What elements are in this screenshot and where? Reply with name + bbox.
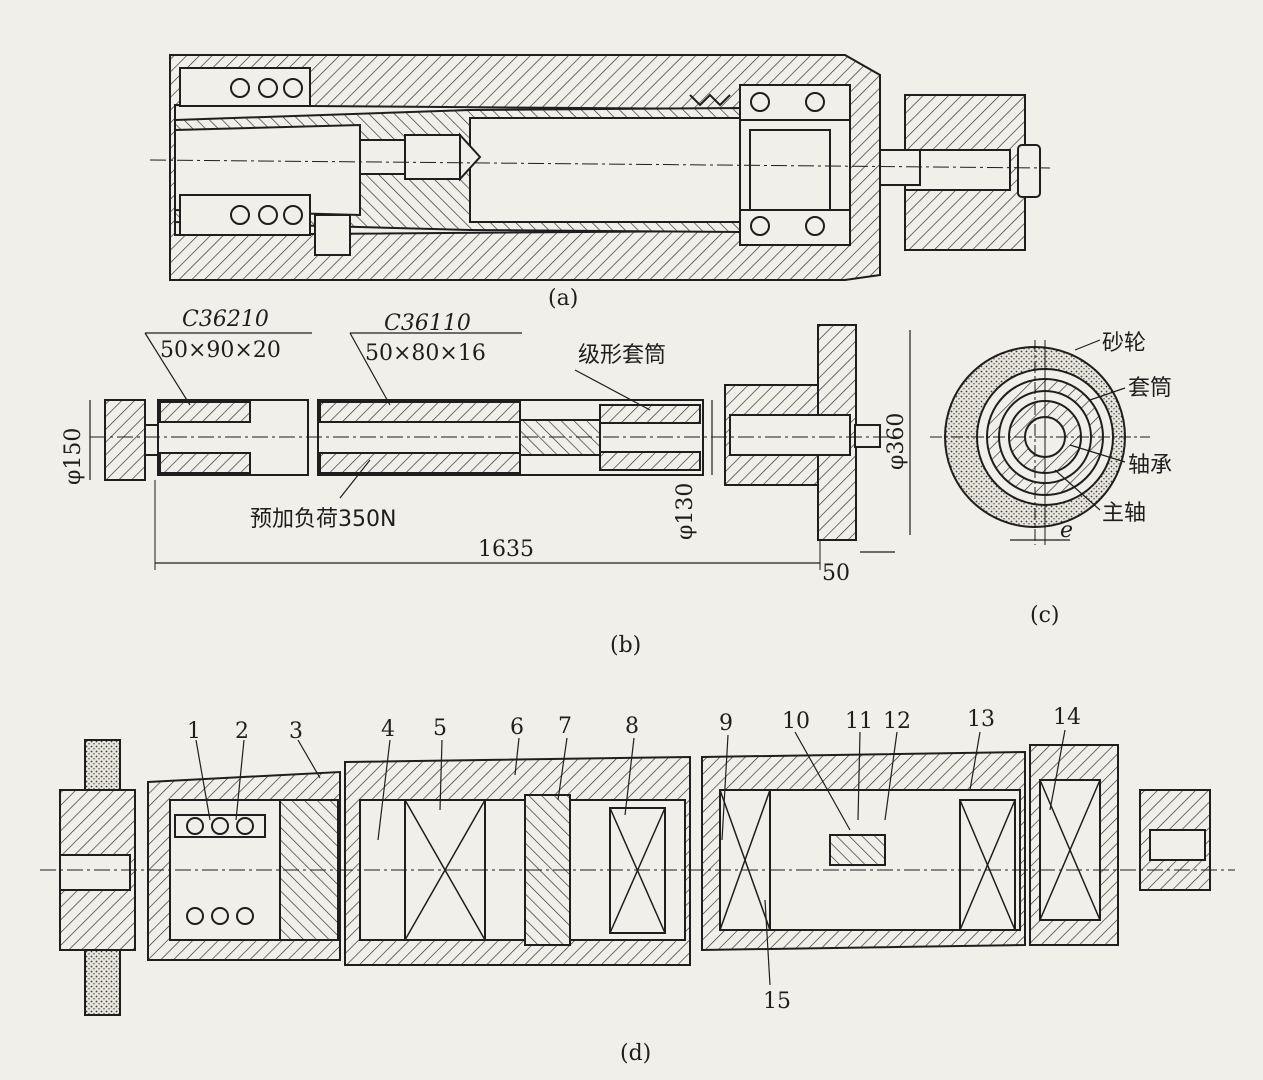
part-number-6: 6	[510, 715, 524, 740]
bearing-label: 轴承	[1128, 453, 1172, 478]
preload-label: 预加负荷350N	[250, 507, 396, 532]
part-number-5: 5	[433, 716, 447, 741]
part-number-4: 4	[381, 717, 395, 742]
figure-d-caption: (d)	[620, 1041, 651, 1066]
bearing-left-size: 50×90×20	[160, 338, 281, 363]
figure-c-cross-section	[930, 339, 1150, 545]
dim-phi130: φ130	[673, 483, 698, 540]
part-number-10: 10	[782, 709, 810, 734]
bearing-right-size: 50×80×16	[365, 341, 486, 366]
figure-c-caption: (c)	[1030, 603, 1060, 628]
part-number-15: 15	[763, 989, 791, 1014]
front-bearing-group	[179, 67, 351, 256]
part-number-12: 12	[883, 709, 911, 734]
sleeve-label: 套筒	[1128, 376, 1172, 401]
dim-1635: 1635	[478, 537, 534, 562]
figure-a-caption: (a)	[548, 286, 578, 311]
part-number-11: 11	[845, 709, 873, 734]
spindle-label: 主轴	[1102, 501, 1146, 526]
dim-50: 50	[822, 561, 850, 586]
part-number-7: 7	[558, 714, 572, 739]
rear-bearing-group	[689, 84, 851, 246]
part-number-8: 8	[625, 714, 639, 739]
figure-b-labels: C36210 50×90×20 C36110 50×80×16 级形套筒 预加负…	[61, 307, 909, 658]
part-number-9: 9	[719, 711, 733, 736]
dim-phi360: φ360	[884, 413, 909, 470]
stepped-sleeve-label: 级形套筒	[578, 343, 666, 368]
figure-c-labels: 砂轮 套筒 轴承 主轴 e (c)	[1030, 331, 1172, 628]
eccentricity-label: e	[1060, 518, 1073, 543]
bearing-right-code: C36110	[384, 311, 471, 336]
part-number-13: 13	[967, 707, 995, 732]
figure-a-spindle-assembly	[149, 54, 1051, 281]
wheel-label: 砂轮	[1102, 331, 1146, 356]
part-number-1: 1	[187, 719, 201, 744]
figure-b-caption: (b)	[610, 633, 641, 658]
figure-d-part-numbers: 1 2 3 4 5 6 7 8 9 10 11 12 13 14 15 (d)	[187, 705, 1081, 1066]
part-number-3: 3	[289, 719, 303, 744]
part-number-2: 2	[235, 719, 249, 744]
dim-phi150: φ150	[61, 428, 86, 485]
figure-b-spindle-layout	[89, 324, 911, 570]
figure-d-gearbox-assembly	[40, 729, 1235, 1016]
bearing-left-code: C36210	[182, 307, 269, 332]
part-number-14: 14	[1053, 705, 1081, 730]
